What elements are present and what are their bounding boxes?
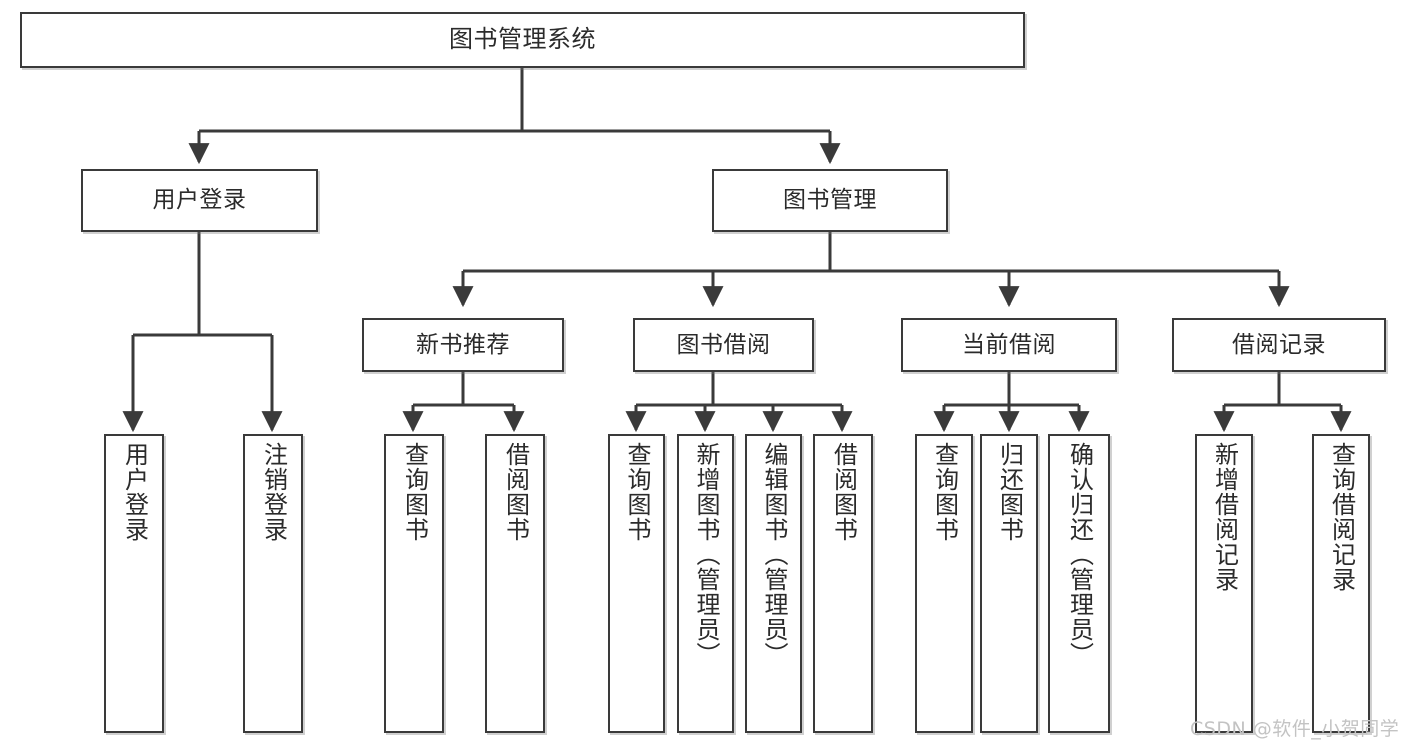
node-label: 借阅图书 xyxy=(501,442,530,542)
leaf-borrow-record-add-record[interactable]: 新增借阅记录 xyxy=(1195,434,1253,733)
watermark-text: CSDN @软件_小贺同学 xyxy=(1190,718,1400,740)
leaf-user-login-login[interactable]: 用户登录 xyxy=(104,434,164,733)
node-label: 查询图书 xyxy=(930,442,959,542)
leaf-new-book-borrow-book[interactable]: 借阅图书 xyxy=(485,434,545,733)
node-book-borrow[interactable]: 图书借阅 xyxy=(633,318,814,372)
leaf-book-borrow-query-book[interactable]: 查询图书 xyxy=(608,434,665,733)
node-borrow-record[interactable]: 借阅记录 xyxy=(1172,318,1386,372)
node-current-borrow[interactable]: 当前借阅 xyxy=(901,318,1117,372)
node-label: 确认归还（管理员） xyxy=(1065,442,1094,667)
leaf-new-book-query-book[interactable]: 查询图书 xyxy=(384,434,444,733)
leaf-current-borrow-return-book[interactable]: 归还图书 xyxy=(980,434,1038,733)
node-label: 查询借阅记录 xyxy=(1327,442,1356,592)
leaf-current-borrow-confirm-return-admin[interactable]: 确认归还（管理员） xyxy=(1048,434,1110,733)
node-label: 查询图书 xyxy=(622,442,651,542)
node-label: 用户登录 xyxy=(120,442,149,542)
node-label: 借阅图书 xyxy=(829,442,858,542)
leaf-borrow-record-query-record[interactable]: 查询借阅记录 xyxy=(1312,434,1370,733)
leaf-current-borrow-query-book[interactable]: 查询图书 xyxy=(915,434,973,733)
node-user-login[interactable]: 用户登录 xyxy=(81,169,318,232)
node-label: 图书管理 xyxy=(783,187,877,214)
leaf-book-borrow-edit-book-admin[interactable]: 编辑图书（管理员） xyxy=(745,434,802,733)
node-new-book-recommend[interactable]: 新书推荐 xyxy=(362,318,564,372)
node-label: 注销登录 xyxy=(259,442,288,542)
node-label: 新增图书（管理员） xyxy=(691,442,720,667)
node-root-book-management-system[interactable]: 图书管理系统 xyxy=(20,12,1025,68)
leaf-user-login-logout[interactable]: 注销登录 xyxy=(243,434,303,733)
node-label: 归还图书 xyxy=(995,442,1024,542)
node-label: 查询图书 xyxy=(400,442,429,542)
node-label: 用户登录 xyxy=(152,187,247,214)
node-label: 图书管理系统 xyxy=(449,25,596,54)
node-label: 新增借阅记录 xyxy=(1210,442,1239,592)
node-label: 图书借阅 xyxy=(676,331,771,358)
node-label: 当前借阅 xyxy=(962,331,1056,358)
node-label: 借阅记录 xyxy=(1232,331,1326,358)
leaf-book-borrow-add-book-admin[interactable]: 新增图书（管理员） xyxy=(677,434,734,733)
node-label: 新书推荐 xyxy=(416,331,510,358)
node-book-management[interactable]: 图书管理 xyxy=(712,169,948,232)
node-label: 编辑图书（管理员） xyxy=(759,442,788,667)
leaf-book-borrow-borrow-book[interactable]: 借阅图书 xyxy=(813,434,873,733)
